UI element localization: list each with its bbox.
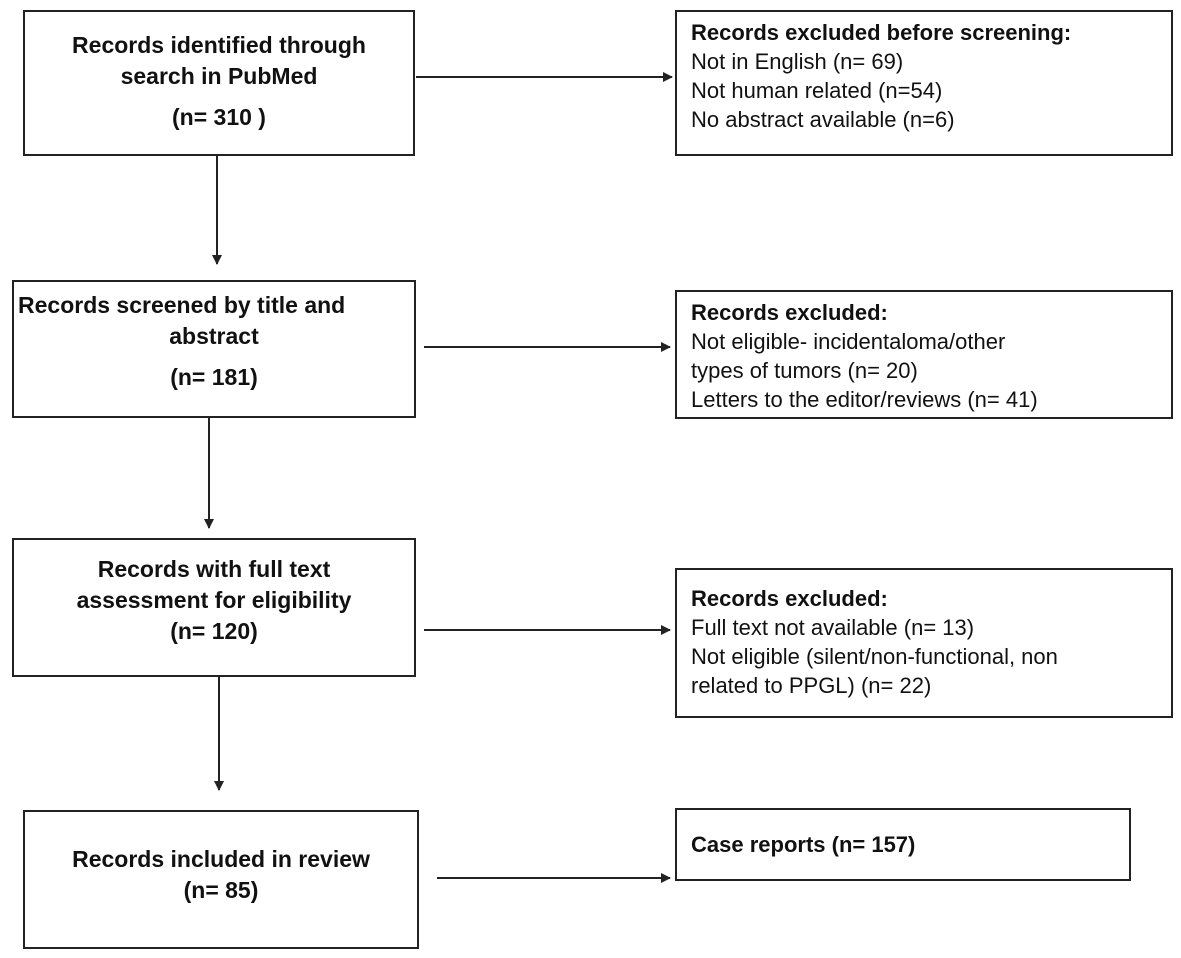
box-text: Letters to the editor/reviews (n= 41) (691, 387, 1038, 412)
screened-box: Records screened by title and abstract (… (12, 280, 416, 418)
box-heading: Records excluded before screening: (691, 20, 1072, 45)
identified-box: Records identified through search in Pub… (23, 10, 415, 156)
full-text-box: Records with full text assessment for el… (12, 538, 416, 677)
box-text: Not eligible- incidentaloma/other (691, 329, 1006, 354)
box-text: Not in English (n= 69) (691, 49, 904, 74)
box-count: (n= 181) (170, 364, 258, 390)
case-reports-box: Case reports (n= 157) (675, 808, 1131, 881)
excluded-eligibility-box: Records excluded: Full text not availabl… (675, 568, 1173, 718)
box-text: Records screened by title and (18, 292, 346, 318)
box-text: No abstract available (n=6) (691, 107, 955, 132)
box-text: Records identified through (72, 32, 366, 58)
included-box: Records included in review (n= 85) (23, 810, 419, 949)
box-heading: Records excluded: (691, 586, 888, 611)
box-text: related to PPGL) (n= 22) (691, 673, 932, 698)
box-text: assessment for eligibility (76, 587, 352, 613)
excluded-screening-box: Records excluded: Not eligible- incident… (675, 290, 1173, 419)
box-count: (n= 120) (170, 618, 258, 644)
excluded-before-screening-box: Records excluded before screening: Not i… (675, 10, 1173, 156)
box-text: abstract (169, 323, 259, 349)
box-text: Records with full text (97, 556, 331, 582)
box-text: types of tumors (n= 20) (691, 358, 918, 383)
box-count: (n= 85) (183, 877, 259, 903)
box-text: Not human related (n=54) (691, 78, 943, 103)
box-count: (n= 310 ) (172, 104, 266, 130)
box-text: Records included in review (72, 846, 370, 872)
box-text: Not eligible (silent/non-functional, non (691, 644, 1058, 669)
box-heading: Records excluded: (691, 300, 888, 325)
box-text: search in PubMed (120, 63, 318, 89)
box-text: Full text not available (n= 13) (691, 615, 975, 640)
box-heading: Case reports (n= 157) (691, 832, 916, 857)
